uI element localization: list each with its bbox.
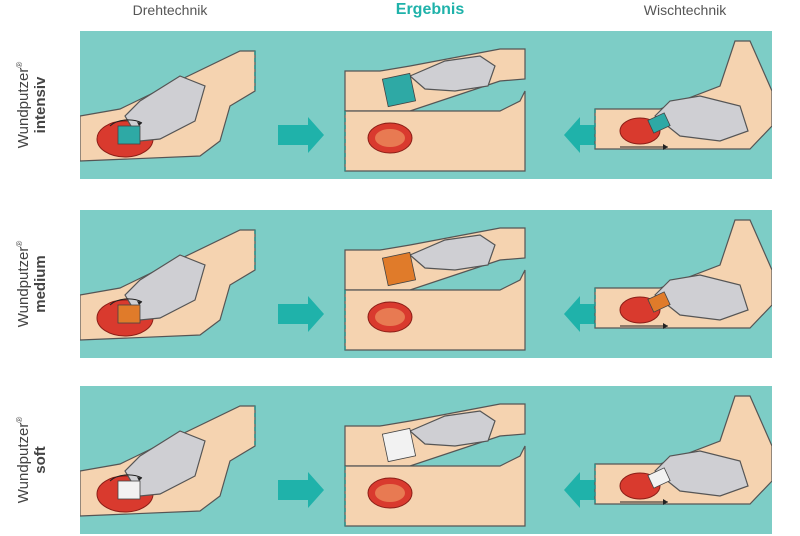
wound-pad	[117, 125, 141, 145]
row-brand-label: Wundputzer®	[15, 416, 32, 504]
scene-ergebnis	[344, 227, 526, 351]
scene-ergebnis	[344, 403, 526, 527]
arrow-right-icon	[278, 117, 324, 153]
wound-pad	[647, 291, 671, 313]
panel-intensiv	[80, 31, 772, 179]
scene-drehtechnik	[80, 50, 256, 162]
scene-drehtechnik	[80, 405, 256, 517]
panel-soft	[80, 386, 772, 534]
row-brand-label: Wundputzer®	[15, 240, 32, 328]
row-level-label: intensiv	[32, 76, 49, 134]
header-drehtechnik: Drehtechnik	[132, 2, 208, 18]
scene-wischtechnik	[594, 219, 772, 329]
arrow-right-icon	[278, 296, 324, 332]
wound-pad	[647, 467, 671, 489]
scene-drehtechnik	[80, 229, 256, 341]
panel-medium	[80, 210, 772, 358]
wound-pad	[381, 251, 417, 287]
wound-pad	[117, 304, 141, 324]
scene-ergebnis	[344, 48, 526, 172]
header-ergebnis: Ergebnis	[395, 1, 465, 18]
wound-pad	[381, 427, 417, 463]
scene-wischtechnik	[594, 40, 772, 150]
wound-pad	[381, 72, 417, 108]
row-label-soft: Wundputzer® soft	[0, 386, 60, 534]
row-level-label: medium	[32, 255, 49, 313]
row-label-medium: Wundputzer® medium	[0, 210, 60, 358]
row-brand-label: Wundputzer®	[15, 61, 32, 149]
wound-pad	[647, 112, 671, 134]
row-level-label: soft	[32, 446, 49, 474]
row-label-intensiv: Wundputzer® intensiv	[0, 31, 60, 179]
header-wischtechnik: Wischtechnik	[643, 2, 727, 18]
scene-wischtechnik	[594, 395, 772, 505]
wound-pad	[117, 480, 141, 500]
arrow-right-icon	[278, 472, 324, 508]
